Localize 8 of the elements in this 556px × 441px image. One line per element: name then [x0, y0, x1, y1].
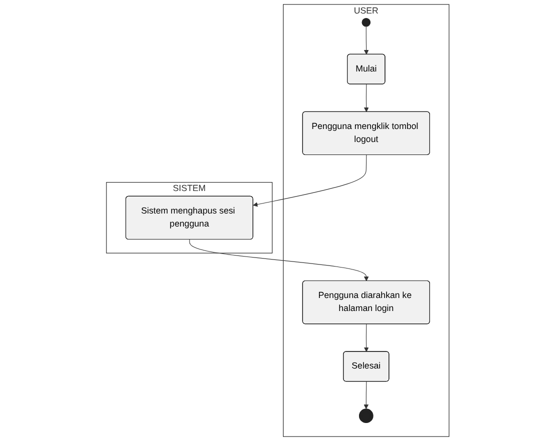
node-circle — [362, 18, 371, 27]
arrow — [190, 239, 370, 282]
arrow — [364, 381, 369, 410]
arrow — [253, 154, 367, 207]
arrow — [364, 84, 370, 112]
arrow — [364, 324, 370, 352]
arrow — [364, 26, 370, 55]
node-bullseye — [359, 408, 374, 424]
